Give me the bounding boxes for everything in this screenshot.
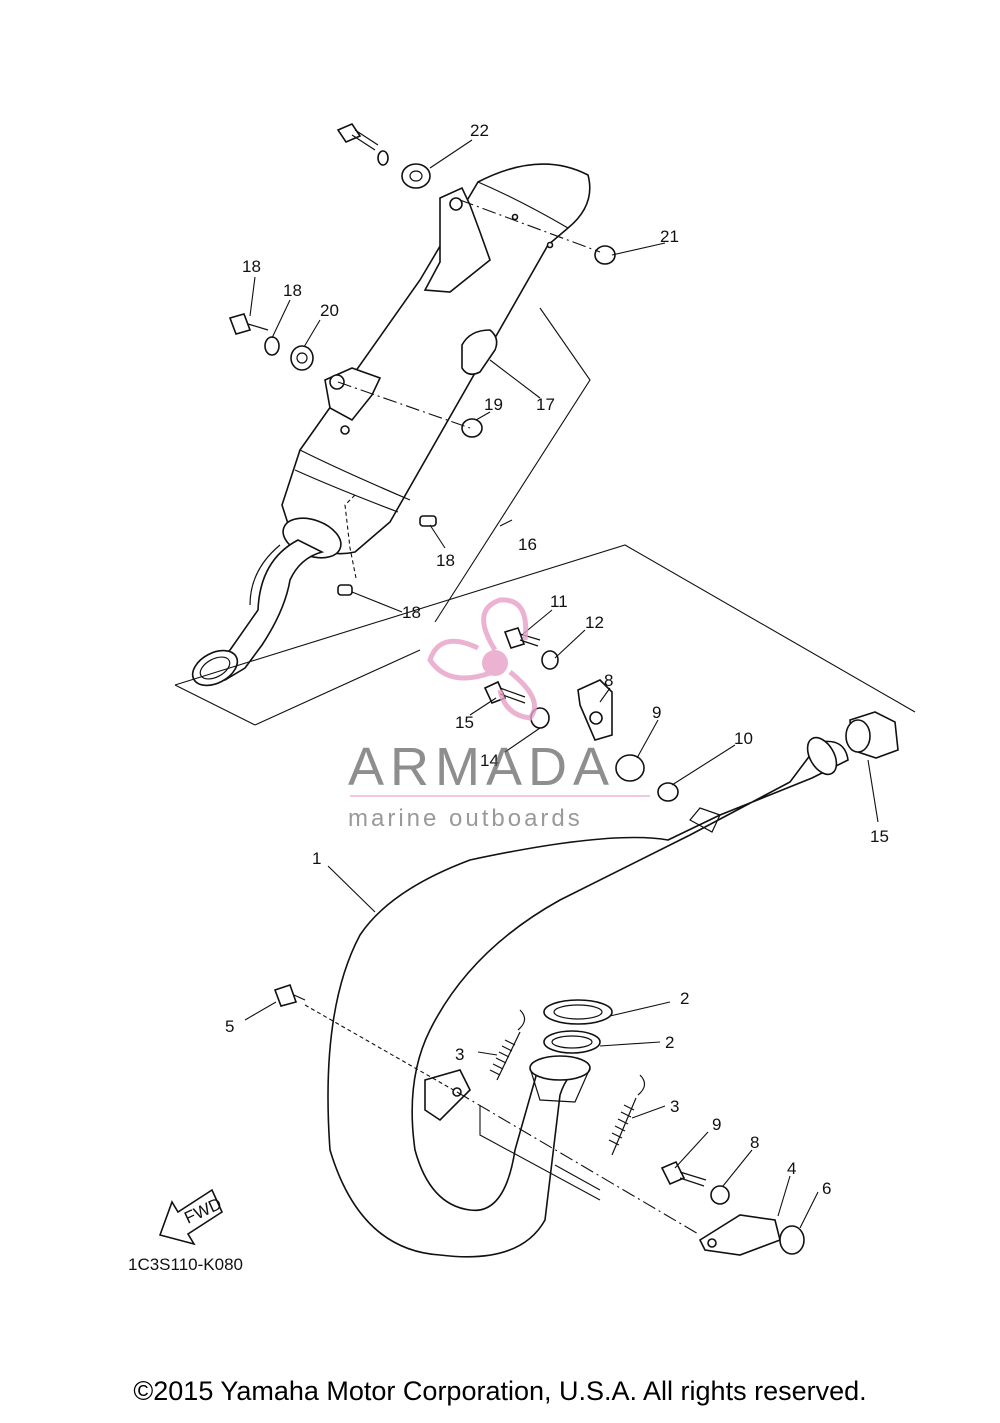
callout-13: 12 [585, 613, 604, 632]
screw-18b [337, 584, 353, 596]
bolt-25 [336, 123, 431, 189]
bolt-8 [660, 1160, 707, 1187]
bracket-4 [698, 1214, 781, 1256]
watermark-brand: ARMADA [348, 737, 615, 797]
callout-3a: 3 [455, 1045, 464, 1064]
propeller-hub [482, 650, 508, 676]
callout-17: 16 [518, 535, 537, 554]
watermark-tagline: marine outboards [348, 805, 583, 832]
callout-8: 9 [712, 1115, 721, 1134]
callout-9: 8 [604, 671, 613, 690]
callout-18b: 18 [402, 603, 421, 622]
leader-lines [244, 139, 879, 1229]
diagram-code: 1C3S110-K080 [128, 1255, 243, 1274]
spring-3-left [489, 1009, 526, 1081]
callout-5: 5 [225, 1017, 234, 1036]
callout-4: 4 [787, 1159, 796, 1178]
callout-2b: 2 [665, 1033, 674, 1052]
callout-19: 17 [536, 395, 555, 414]
callout-20: 18 [242, 257, 261, 276]
collar-6 [779, 1225, 805, 1255]
copyright-notice: ©2015 Yamaha Motor Corporation, U.S.A. A… [133, 1376, 867, 1406]
callout-2a: 2 [680, 989, 689, 1008]
callout-3b: 3 [670, 1097, 679, 1116]
callout-11: 10 [734, 729, 753, 748]
callout-15: 15 [455, 713, 474, 732]
propeller-icon [427, 597, 537, 721]
muffler-assembly [191, 123, 616, 687]
callout-labels: 22 21 18 18 20 19 17 16 18 18 11 12 8 9 … [225, 121, 889, 1198]
screw-18a [419, 515, 437, 527]
washer-7 [710, 1185, 730, 1205]
callout-12: 11 [550, 592, 568, 611]
spring-3-right [608, 1074, 646, 1156]
bolt-20-set [228, 313, 314, 371]
callout-6: 6 [822, 1179, 831, 1198]
callout-21: 18 [283, 281, 302, 300]
callout-1: 1 [312, 849, 321, 868]
callout-24: 21 [660, 227, 679, 246]
armada-watermark-logo: ARMADA marine outboards [348, 597, 650, 832]
fwd-arrow-icon: FWD [158, 1188, 225, 1246]
callout-18a: 18 [436, 551, 455, 570]
exhaust-pipe-1 [327, 736, 849, 1258]
callout-14: 14 [480, 751, 499, 770]
callout-16: 15 [870, 827, 889, 846]
callout-10: 9 [652, 703, 661, 722]
callout-22: 19 [484, 395, 503, 414]
callout-23: 20 [320, 301, 339, 320]
callout-25: 22 [470, 121, 489, 140]
bolt-5 [273, 983, 306, 1007]
callout-7: 8 [750, 1133, 759, 1152]
